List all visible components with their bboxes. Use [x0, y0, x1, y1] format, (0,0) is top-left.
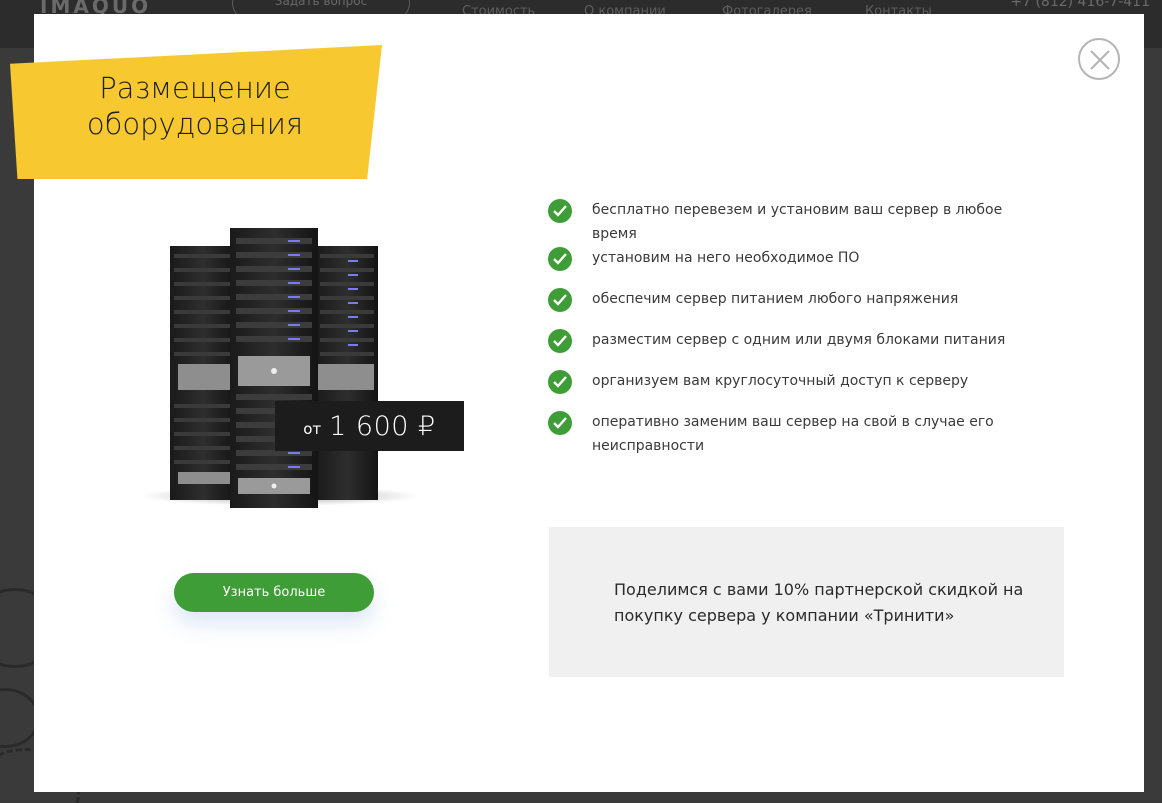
check-icon [548, 247, 572, 271]
promo-box: Поделимся с вами 10% партнерской скидкой… [549, 527, 1064, 677]
price-prefix: от [303, 420, 322, 438]
server-racks-image [140, 228, 420, 508]
modal-title-line1: Размещение [99, 71, 291, 105]
check-icon [548, 199, 572, 223]
site-phone: +7 (812) 416-7-411 [1010, 0, 1150, 10]
promo-text: Поделимся с вами 10% партнерской скидкой… [614, 580, 1024, 625]
list-item: обеспечим сервер питанием любого напряже… [548, 287, 1018, 328]
title-ribbon [10, 45, 382, 179]
feature-text: обеспечим сервер питанием любого напряже… [592, 291, 959, 307]
features-list: бесплатно перевезем и установим ваш серв… [548, 198, 1018, 458]
feature-text: оперативно заменим ваш сервер на свой в … [592, 414, 994, 454]
list-item: разместим сервер с одним или двумя блока… [548, 328, 1018, 369]
list-item: организуем вам круглосуточный доступ к с… [548, 369, 1018, 410]
close-button[interactable] [1078, 38, 1120, 80]
price-value: 1 600 ₽ [329, 410, 436, 442]
close-icon [1090, 50, 1110, 70]
check-icon [548, 288, 572, 312]
feature-text: организуем вам круглосуточный доступ к с… [592, 373, 969, 389]
list-item: установим на него необходимое ПО [548, 246, 1018, 287]
modal-title: Размещение оборудования [60, 70, 330, 142]
feature-text: установим на него необходимое ПО [592, 250, 860, 266]
check-icon [548, 411, 572, 435]
list-item: бесплатно перевезем и установим ваш серв… [548, 198, 1018, 246]
list-item: оперативно заменим ваш сервер на свой в … [548, 410, 1018, 458]
feature-text: разместим сервер с одним или двумя блока… [592, 332, 1006, 348]
site-logo: IMAQUO [40, 0, 152, 18]
modal-title-line2: оборудования [86, 107, 304, 141]
price-tag: от 1 600 ₽ [275, 401, 464, 451]
check-icon [548, 370, 572, 394]
check-icon [548, 329, 572, 353]
feature-text: бесплатно перевезем и установим ваш серв… [592, 202, 1003, 242]
learn-more-button[interactable]: Узнать больше [174, 573, 374, 612]
